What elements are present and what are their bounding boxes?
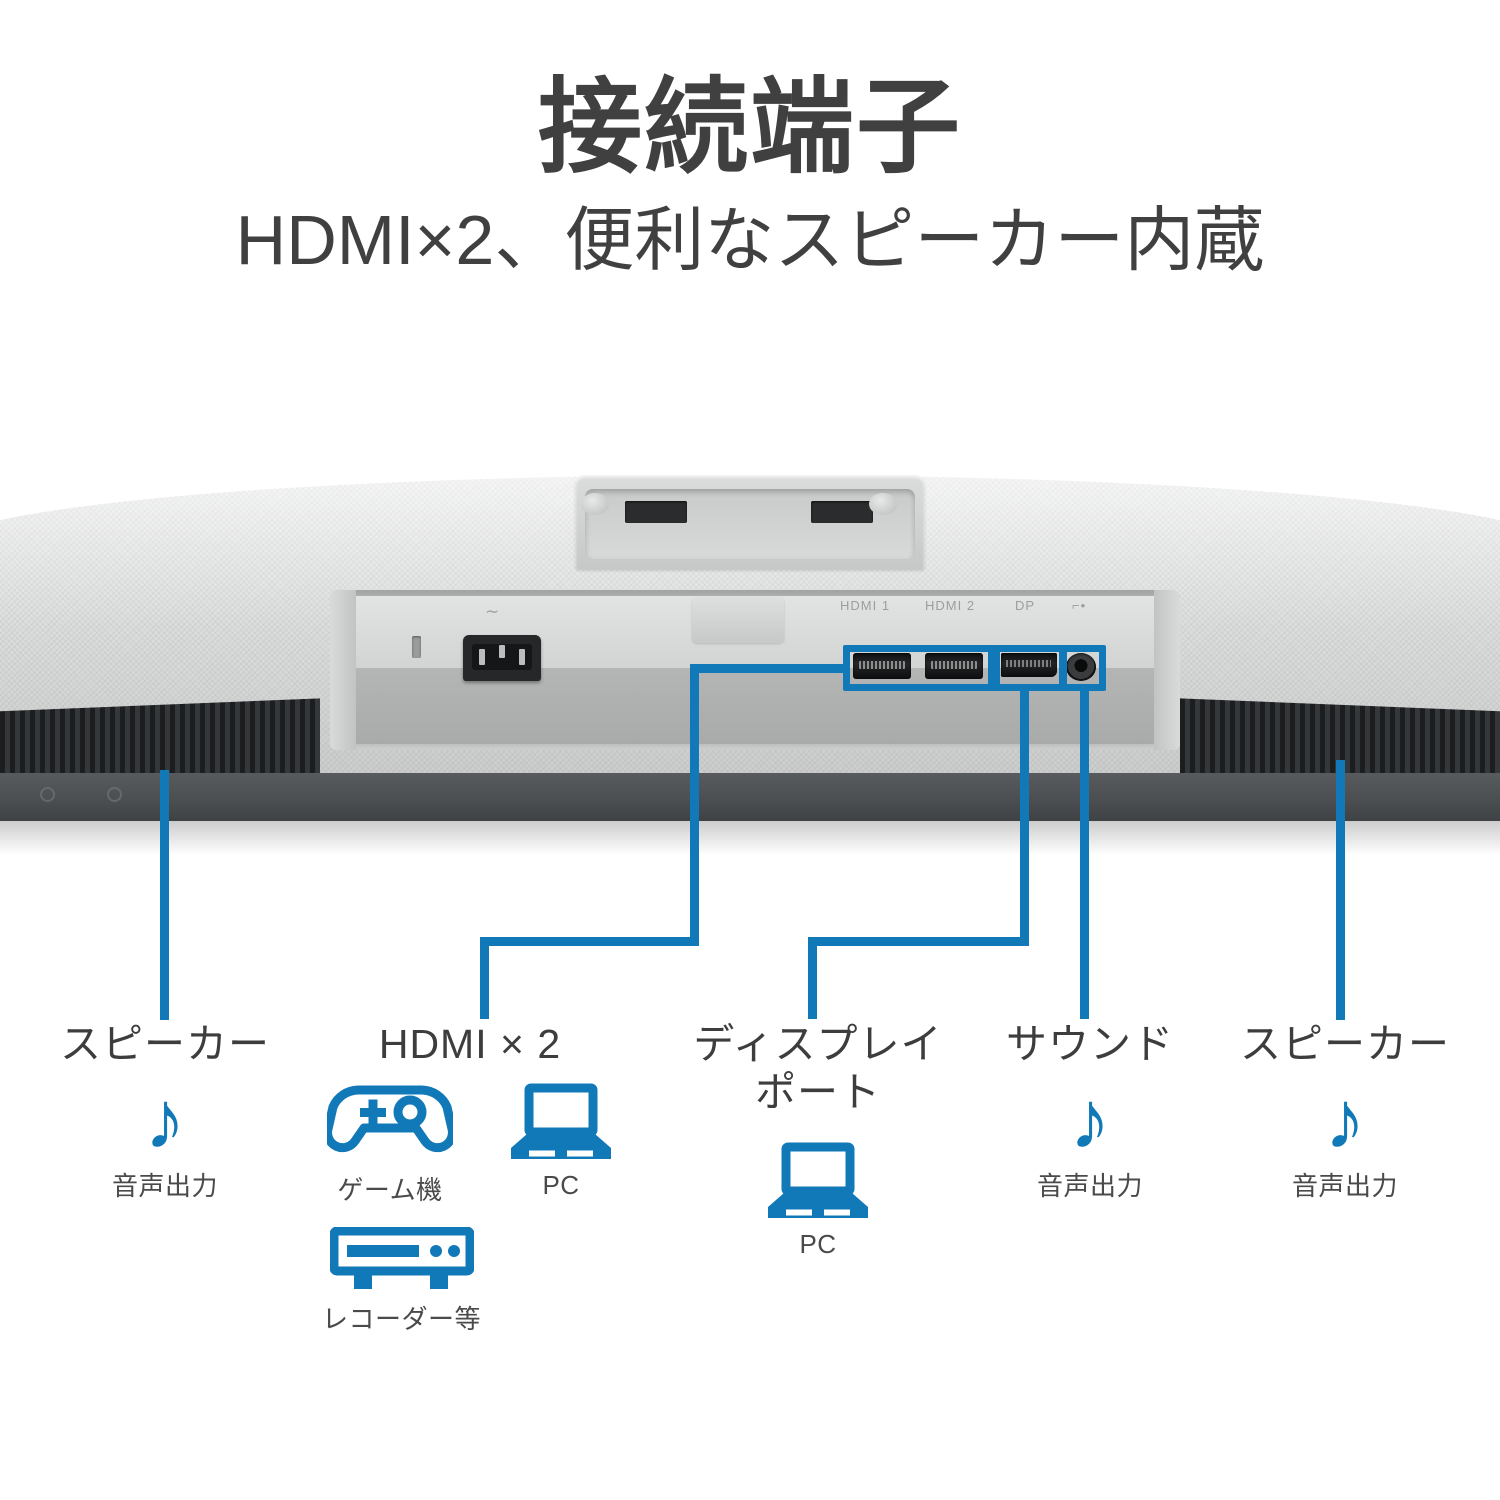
icon-caption: レコーダー等	[322, 1304, 482, 1335]
callout-icon-row: ♪ 音声出力	[35, 1075, 295, 1203]
io-bay-right-lip	[1154, 590, 1180, 750]
callout-icon-row: PC	[678, 1141, 958, 1260]
callout-title: スピーカー	[60, 1021, 270, 1067]
leader-line-sound	[1080, 691, 1089, 1019]
power-pin-3	[519, 649, 525, 665]
icon-caption: PC	[542, 1170, 580, 1201]
vesa-slot-right	[811, 501, 873, 523]
icon-caption: PC	[799, 1228, 837, 1259]
leader-line-dp-v1	[1020, 691, 1029, 946]
vesa-inner-plate	[585, 489, 915, 559]
callout-hdmi: HDMI × 2 ゲーム機	[310, 1020, 630, 1336]
bezel-dot-2	[107, 787, 122, 802]
ac-power-symbol: ∼	[485, 602, 500, 621]
gamepad-icon	[327, 1082, 453, 1164]
page-title: 接続端子	[537, 70, 962, 186]
callout-displayport: ディスプレイ ポート PC	[678, 1020, 958, 1260]
silkscreen-dp: DP	[1015, 598, 1036, 613]
headphone-jack-highlight-box	[1060, 645, 1106, 691]
vesa-mount-recess	[575, 475, 925, 570]
icon-cell: PC	[766, 1141, 870, 1260]
icon-caption: 音声出力	[111, 1171, 218, 1202]
icon-cell: ♪ 音声出力	[1291, 1075, 1398, 1203]
bezel-dot-1	[40, 787, 55, 802]
vesa-slot-left	[625, 501, 687, 523]
vesa-screw-right	[869, 493, 897, 515]
silkscreen-hdmi1: HDMI 1	[840, 598, 891, 613]
callout-speaker-right: スピーカー ♪ 音声出力	[1215, 1020, 1475, 1203]
displayport-port	[1001, 653, 1057, 677]
icon-cell: ゲーム機	[327, 1082, 453, 1207]
music-note-icon: ♪	[1324, 1075, 1366, 1167]
ac-power-inlet	[463, 635, 541, 681]
callout-icon-row-second: レコーダー等	[310, 1227, 630, 1336]
photo-drop-shadow	[0, 821, 1500, 855]
callout-title: ディスプレイ ポート	[693, 1021, 943, 1116]
power-pin-1	[479, 649, 485, 665]
monitor-rear-photo: ∼ HDMI 1 HDMI 2 DP ⌐•	[0, 455, 1500, 855]
icon-cell: PC	[509, 1082, 613, 1201]
displayport-highlight-box	[993, 645, 1066, 691]
leader-line-hdmi-h2	[480, 937, 699, 946]
music-note-icon: ♪	[1069, 1075, 1111, 1167]
icon-caption: 音声出力	[1036, 1171, 1143, 1202]
hdmi-ports-highlight-box	[843, 645, 995, 691]
leader-line-dp-h	[808, 937, 1029, 946]
laptop-icon	[509, 1082, 613, 1164]
recorder-icon	[329, 1227, 474, 1293]
laptop-icon	[766, 1141, 870, 1223]
silkscreen-headphone: ⌐•	[1072, 598, 1087, 613]
leader-line-speaker-left	[160, 770, 169, 1020]
kensington-lock-slot	[412, 636, 421, 658]
callout-sound: サウンド ♪ 音声出力	[975, 1020, 1205, 1203]
callout-icon-row: ゲーム機 PC	[310, 1082, 630, 1207]
icon-caption: 音声出力	[1291, 1171, 1398, 1202]
callout-title: サウンド	[1006, 1021, 1174, 1067]
hdmi-1-port	[853, 653, 911, 679]
leader-line-dp-drop	[808, 937, 817, 1019]
music-note-icon: ♪	[144, 1075, 186, 1167]
cable-management-clip	[692, 597, 784, 643]
bottom-bezel-band	[0, 773, 1500, 821]
hdmi-2-port	[925, 653, 983, 679]
icon-caption: ゲーム機	[337, 1175, 443, 1206]
leader-line-hdmi-v	[690, 664, 699, 945]
callout-icon-row: ♪ 音声出力	[1215, 1075, 1475, 1203]
callout-title: HDMI × 2	[378, 1021, 562, 1067]
leader-line-hdmi-h1	[690, 664, 850, 673]
callout-title: スピーカー	[1240, 1021, 1450, 1067]
io-bay-left-lip	[330, 590, 356, 750]
leader-line-hdmi-drop	[480, 937, 489, 1019]
power-pin-2	[499, 645, 505, 658]
callout-icon-row: ♪ 音声出力	[975, 1075, 1205, 1203]
leader-line-speaker-right	[1336, 760, 1345, 1020]
silkscreen-hdmi2: HDMI 2	[925, 598, 976, 613]
page-subtitle: HDMI×2、便利なスピーカー内蔵	[235, 201, 1265, 279]
headphone-jack-port	[1066, 653, 1096, 681]
icon-cell: ♪ 音声出力	[111, 1075, 218, 1203]
callout-speaker-left: スピーカー ♪ 音声出力	[35, 1020, 295, 1203]
icon-cell: ♪ 音声出力	[1036, 1075, 1143, 1203]
vesa-screw-left	[581, 493, 609, 515]
icon-cell: レコーダー等	[322, 1227, 481, 1336]
bezel-indicator-dots	[40, 787, 122, 802]
